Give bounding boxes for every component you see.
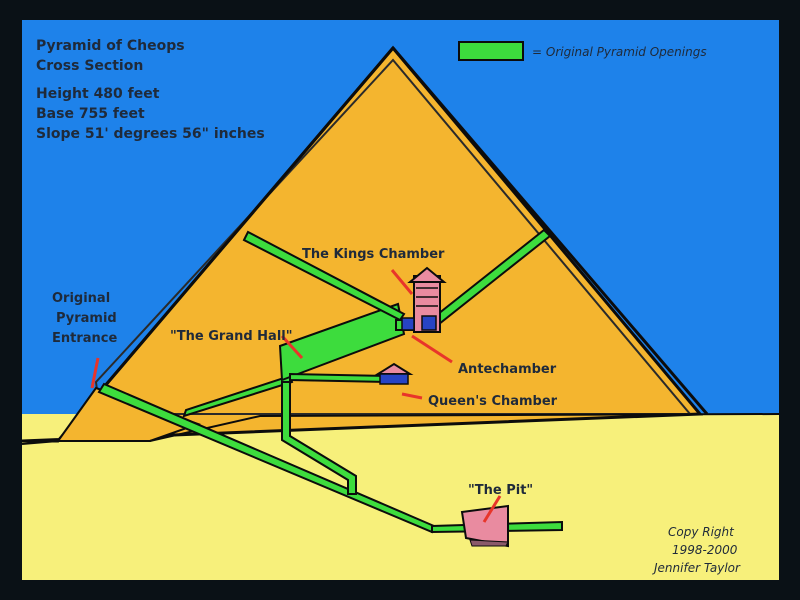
copyright-line3: Jennifer Taylor — [652, 561, 741, 575]
label-entrance-line1: Original — [52, 291, 110, 306]
label-entrance-line3: Entrance — [52, 331, 117, 346]
label-the-pit: "The Pit" — [468, 483, 533, 498]
info-height: Height 480 feet — [36, 86, 160, 102]
copyright-line2: 1998-2000 — [672, 543, 738, 557]
legend-swatch — [458, 41, 524, 61]
copyright-line1: Copy Right — [668, 525, 735, 539]
pointers — [90, 269, 502, 523]
info-title-line1: Pyramid of Cheops — [36, 38, 185, 54]
well-shaft — [281, 381, 357, 495]
kings-chamber — [401, 266, 447, 333]
pit-pointer — [482, 495, 502, 523]
ground-outline — [21, 413, 780, 445]
kings-chamber-room — [421, 315, 437, 331]
label-antechamber: Antechamber — [458, 362, 557, 377]
casing-right — [391, 47, 709, 415]
north-air-shaft — [242, 230, 406, 322]
label-kings-chamber: The Kings Chamber — [302, 247, 445, 262]
grand-hall-pointer — [280, 334, 304, 360]
info-slope: Slope 51' degrees 56" inches — [36, 126, 265, 142]
entrance-pointer — [90, 357, 100, 389]
info-title-line2: Cross Section — [36, 58, 143, 74]
casing-left — [56, 47, 395, 442]
passages — [97, 228, 563, 534]
kings-chamber-roof — [407, 266, 447, 283]
queens-chamber — [374, 362, 414, 385]
label-queens-chamber: Queen's Chamber — [428, 394, 558, 409]
queens-pointer — [401, 392, 423, 400]
antechamber-pointer — [411, 334, 453, 364]
pit-floor — [469, 539, 509, 547]
label-entrance-line2: Pyramid — [56, 311, 117, 326]
info-base: Base 755 feet — [36, 106, 145, 122]
queens-passage — [289, 372, 387, 384]
queens-chamber-room — [379, 373, 409, 385]
kings-pointer — [390, 269, 414, 295]
legend-label: = Original Pyramid Openings — [532, 45, 707, 59]
grand-gallery — [278, 302, 406, 382]
label-grand-hall: "The Grand Hall" — [170, 329, 293, 344]
antechamber-room — [401, 317, 415, 331]
